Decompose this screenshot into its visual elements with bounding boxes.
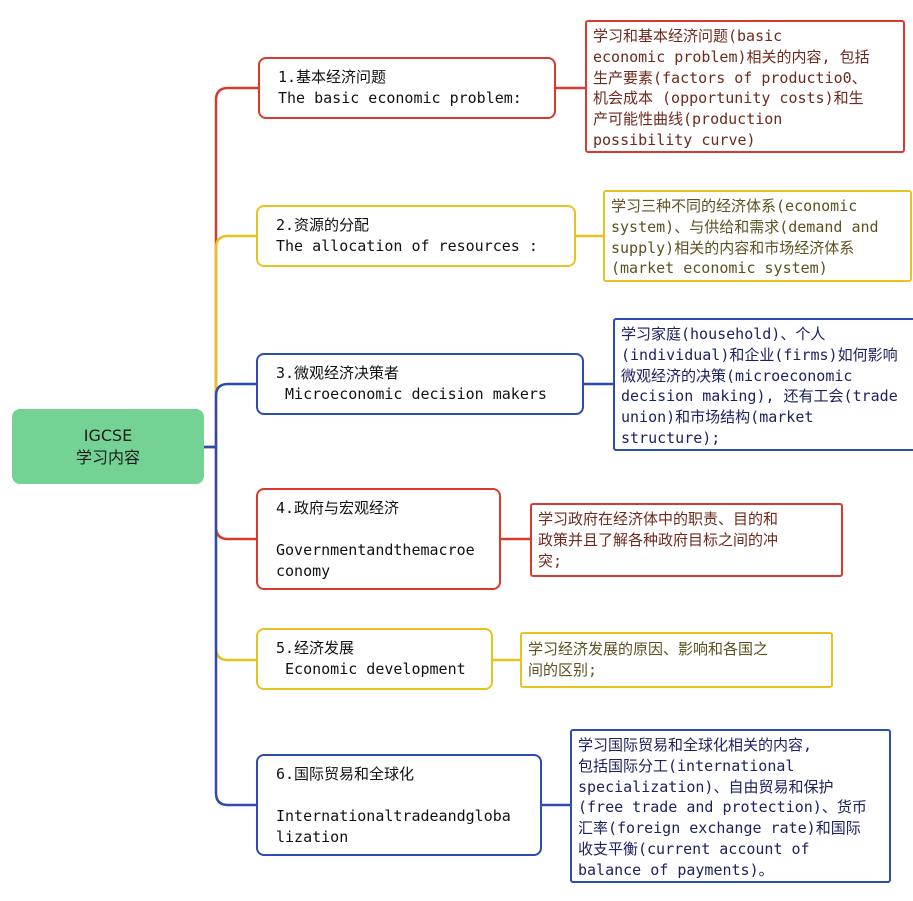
description-line: 学习三种不同的经济体系(economic bbox=[611, 197, 858, 215]
description-line: structure); bbox=[621, 428, 721, 447]
branch-description-3: 学习家庭(household)、个人 (individual)和企业(firms… bbox=[613, 318, 913, 451]
branch-english: Internationaltradeandgloba bbox=[276, 807, 511, 825]
branch-description-1: 学习和基本经济问题(basic economic problem)相关的内容, … bbox=[585, 20, 905, 153]
root-node: IGCSE 学习内容 bbox=[12, 409, 204, 484]
branch-node-2: 2.资源的分配 The allocation of resources : bbox=[256, 205, 576, 267]
branch-english: lization bbox=[276, 828, 349, 846]
connector-root-to-branch-5 bbox=[202, 445, 258, 662]
description-line: 间的区别; bbox=[528, 660, 598, 679]
description-line: economic problem)相关的内容, 包括 bbox=[593, 47, 870, 66]
branch-node-1: 1.基本经济问题 The basic economic problem: bbox=[258, 57, 556, 119]
description-line: 学习政府在经济体中的职责、目的和 bbox=[538, 510, 779, 528]
root-subtitle: 学习内容 bbox=[75, 447, 140, 467]
description-line: 收支平衡(current account of bbox=[578, 839, 810, 858]
description-line: 突; bbox=[538, 551, 563, 570]
description-line: decision making), 还有工会(trade bbox=[621, 387, 898, 406]
description-line: 微观经济的决策(microeconomic bbox=[621, 366, 853, 385]
description-line: possibility curve) bbox=[593, 130, 756, 149]
branch-english: Economic development bbox=[276, 660, 466, 678]
branch-title: 2.资源的分配 bbox=[276, 216, 370, 234]
connector-root-to-branch-3 bbox=[202, 382, 258, 449]
description-line: 汇率(foreign exchange rate)和国际 bbox=[578, 819, 861, 838]
description-line: 机会成本 (opportunity costs)和生 bbox=[593, 89, 864, 108]
connector-root-to-branch-1 bbox=[202, 86, 260, 449]
branch-node-4: 4.政府与宏观经济 Governmentandthemacroe conomy bbox=[256, 488, 501, 590]
branch-node-6: 6.国际贸易和全球化 Internationaltradeandgloba li… bbox=[256, 754, 542, 856]
description-line: supply)相关的内容和市场经济体系 bbox=[611, 238, 855, 257]
description-line: 产可能性曲线(production bbox=[593, 110, 783, 129]
branch-description-2: 学习三种不同的经济体系(economic system)、与供给和需求(dema… bbox=[603, 190, 912, 282]
branch-title: 1.基本经济问题 bbox=[278, 68, 387, 86]
description-line: 学习家庭(household)、个人 bbox=[621, 325, 826, 343]
branch-description-4: 学习政府在经济体中的职责、目的和 政策并且了解各种政府目标之间的冲 突; bbox=[530, 503, 843, 577]
connector-root-to-branch-6 bbox=[202, 445, 258, 807]
branch-title: 6.国际贸易和全球化 bbox=[276, 765, 415, 783]
branch-node-5: 5.经济发展 Economic development bbox=[256, 628, 493, 690]
branch-english: Governmentandthemacroe bbox=[276, 541, 475, 559]
description-line: 学习和基本经济问题(basic bbox=[593, 27, 783, 45]
description-line: specialization)、自由贸易和保护 bbox=[578, 777, 834, 796]
branch-title: 4.政府与宏观经济 bbox=[276, 499, 400, 517]
description-line: 学习经济发展的原因、影响和各国之 bbox=[528, 640, 769, 658]
description-line: (market economic system) bbox=[611, 259, 828, 278]
description-line: (individual)和企业(firms)如何影响 bbox=[621, 345, 898, 364]
connector-root-to-branch-2 bbox=[202, 234, 258, 449]
branch-english: conomy bbox=[276, 562, 331, 580]
description-line: 学习国际贸易和全球化相关的内容, bbox=[578, 736, 813, 754]
root-title: IGCSE bbox=[83, 425, 133, 445]
branch-english: The basic economic problem: bbox=[278, 89, 522, 107]
branch-node-3: 3.微观经济决策者 Microeconomic decision makers bbox=[256, 353, 584, 415]
description-line: 包括国际分工(international bbox=[578, 756, 795, 775]
branch-title: 3.微观经济决策者 bbox=[276, 364, 400, 382]
branch-title: 5.经济发展 bbox=[276, 639, 355, 657]
connector-root-to-branch-4 bbox=[202, 445, 258, 541]
branch-description-6: 学习国际贸易和全球化相关的内容, 包括国际分工(international sp… bbox=[570, 729, 891, 883]
branch-english: Microeconomic decision makers bbox=[276, 385, 547, 403]
branch-english: The allocation of resources : bbox=[276, 237, 538, 255]
description-line: 生产要素(factors of productio0、 bbox=[593, 68, 867, 87]
description-line: (free trade and protection)、货币 bbox=[578, 798, 867, 817]
description-line: union)和市场结构(market bbox=[621, 408, 814, 427]
branch-description-5: 学习经济发展的原因、影响和各国之 间的区别; bbox=[520, 632, 833, 688]
description-line: 政策并且了解各种政府目标之间的冲 bbox=[538, 530, 779, 549]
description-line: system)、与供给和需求(demand and bbox=[611, 217, 879, 236]
description-line: balance of payments)。 bbox=[578, 860, 774, 879]
